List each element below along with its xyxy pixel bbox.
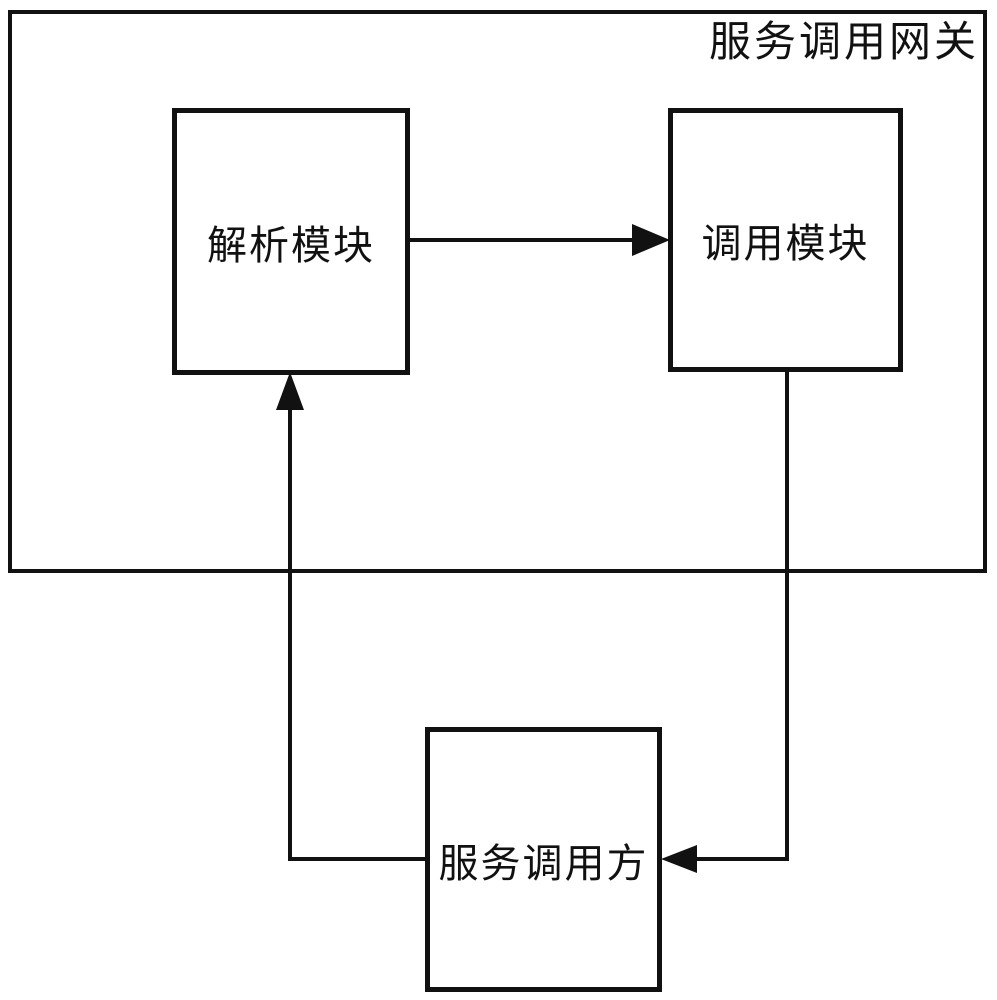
service-caller-label: 服务调用方 <box>438 840 649 886</box>
gateway-title-label: 服务调用网关 <box>708 20 979 66</box>
node-service-caller: 服务调用方 <box>425 727 662 992</box>
gateway-container-box <box>8 10 987 573</box>
invoke-module-label: 调用模块 <box>701 221 870 266</box>
arrowhead-left-icon <box>661 845 697 873</box>
node-parse-module: 解析模块 <box>172 108 410 375</box>
parse-module-label: 解析模块 <box>207 222 375 268</box>
node-invoke-module: 调用模块 <box>668 108 903 372</box>
